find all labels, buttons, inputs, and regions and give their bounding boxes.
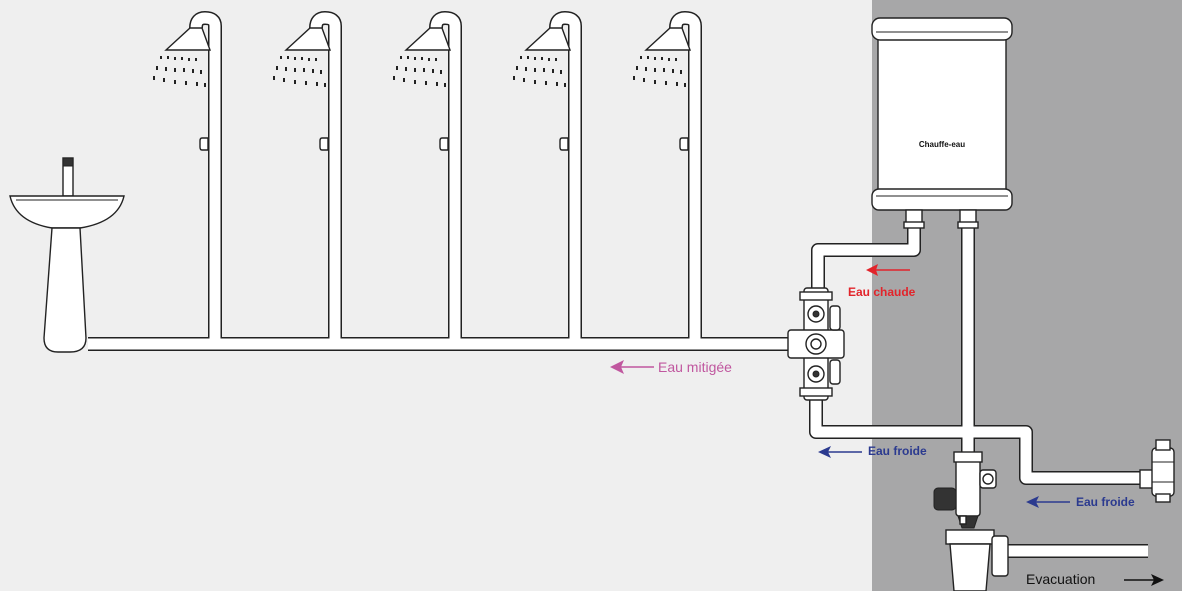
shower-head-icon bbox=[153, 27, 211, 87]
drain-label: Evacuation bbox=[1026, 571, 1095, 587]
hot-water-arrow-icon bbox=[866, 264, 910, 276]
shower-head-icon bbox=[633, 27, 691, 87]
shower-5 bbox=[633, 27, 691, 151]
cold-water-supply-label: Eau froide bbox=[868, 444, 927, 458]
hot-water-label: Eau chaude bbox=[848, 285, 916, 299]
shower-head-icon bbox=[513, 27, 571, 87]
shower-head-icon bbox=[393, 27, 451, 87]
shower-2 bbox=[273, 27, 331, 151]
shower-1 bbox=[153, 27, 211, 151]
mixing-valve-icon bbox=[787, 287, 845, 401]
pressure-reducer-icon bbox=[1139, 439, 1175, 503]
siphon-icon bbox=[945, 529, 1009, 591]
shower-3 bbox=[393, 27, 451, 151]
cold-water-supply-arrow-icon bbox=[818, 446, 862, 458]
mixed-water-arrow-icon bbox=[610, 360, 654, 374]
room-background bbox=[0, 0, 872, 591]
safety-group-icon bbox=[933, 451, 997, 529]
drain-arrow-icon bbox=[1124, 574, 1164, 586]
water-heater-icon bbox=[871, 17, 1013, 229]
pipes bbox=[88, 11, 1148, 558]
cold-water-inlet-arrow-icon bbox=[1026, 496, 1070, 508]
shower-valve-icon bbox=[199, 137, 209, 151]
mixed-water-label: Eau mitigée bbox=[658, 359, 732, 375]
shower-valve-icon bbox=[319, 137, 329, 151]
shower-valve-icon bbox=[439, 137, 449, 151]
water-heater-label: Chauffe-eau bbox=[919, 140, 965, 149]
shower-valve-icon bbox=[679, 137, 689, 151]
washbasin-icon bbox=[9, 157, 125, 353]
shower-4 bbox=[513, 27, 571, 151]
cold-water-inlet-label: Eau froide bbox=[1076, 495, 1135, 509]
shower-head-icon bbox=[273, 27, 331, 87]
shower-valve-icon bbox=[559, 137, 569, 151]
